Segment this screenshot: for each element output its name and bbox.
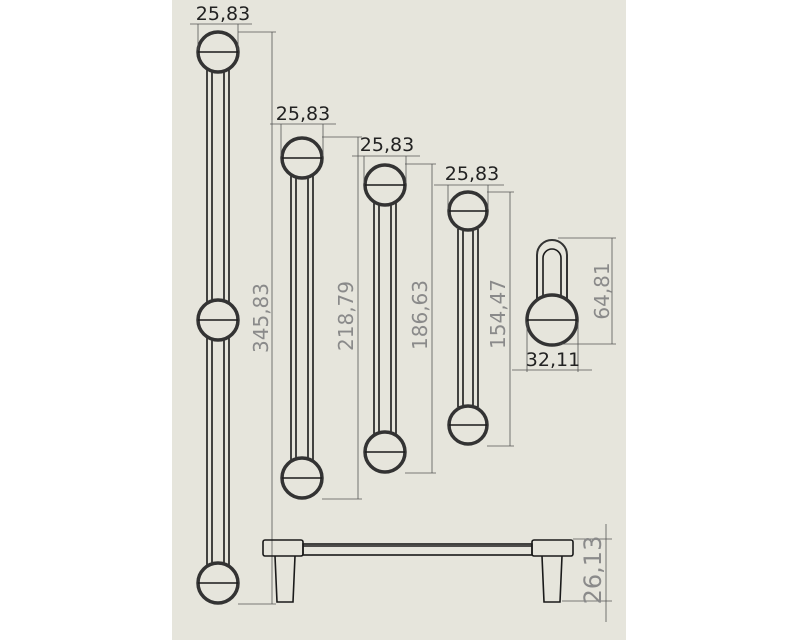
bar-186-length-dimension: 186,63 <box>408 280 432 350</box>
bar-154-length-dimension: 154,47 <box>486 279 510 349</box>
hook-width-dimension: 32,11 <box>526 349 580 371</box>
hook-view: 32,11 64,81 <box>512 237 616 372</box>
bar-218-view: 25,83 218,79 <box>270 103 362 500</box>
bar-186-view: 25,83 186,63 <box>352 134 436 474</box>
bar-345-length-dimension: 345,83 <box>249 283 273 353</box>
bar-186-width-dimension: 25,83 <box>360 134 414 156</box>
bar-154-width-dimension: 25,83 <box>445 163 499 185</box>
bar-218-width-dimension: 25,83 <box>276 103 330 125</box>
bar-345-view: 25,83 345,83 <box>190 3 276 605</box>
side-view-height-dimension: 26,13 <box>579 536 607 605</box>
side-view: 26,13 <box>262 524 612 622</box>
hook-height-dimension: 64,81 <box>590 262 614 319</box>
bar-218-length-dimension: 218,79 <box>334 281 358 351</box>
bar-345-width-dimension: 25,83 <box>196 3 250 25</box>
bar-154-view: 25,83 154,47 <box>434 163 514 447</box>
